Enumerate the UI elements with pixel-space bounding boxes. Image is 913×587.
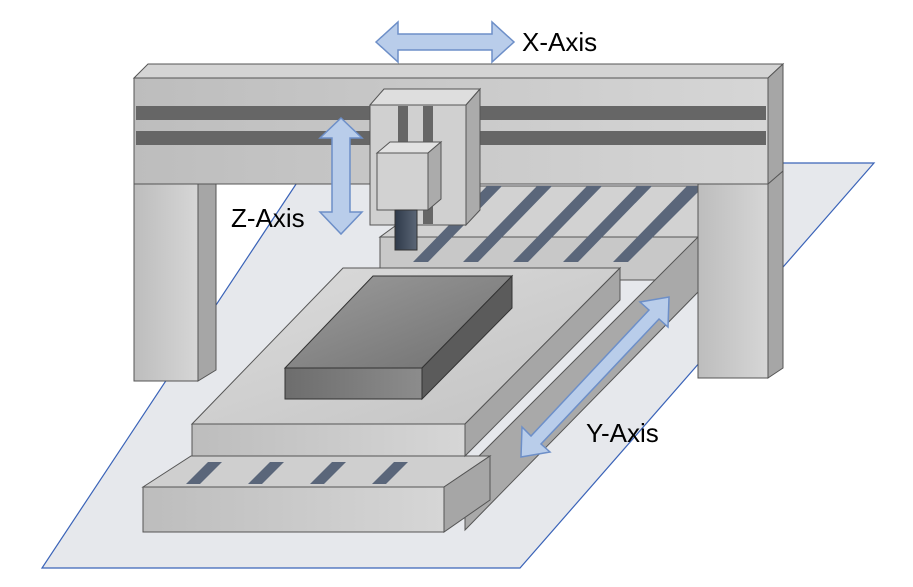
rail-slots-rear xyxy=(413,186,698,262)
z-axis-label: Z-Axis xyxy=(231,203,305,233)
gantry-left-leg xyxy=(133,182,217,382)
bottom-base xyxy=(141,455,492,533)
rail-slots-front xyxy=(186,462,408,484)
y-axis-arrow xyxy=(520,296,670,458)
y-axis-label: Y-Axis xyxy=(586,418,659,448)
z-spindle-head xyxy=(375,140,443,251)
spindle-tool xyxy=(394,209,418,251)
x-axis-label: X-Axis xyxy=(522,27,597,57)
gantry-right-leg xyxy=(697,169,784,379)
x-axis-arrow xyxy=(374,20,516,64)
z-axis-arrow xyxy=(318,116,364,236)
workpiece xyxy=(283,274,514,401)
